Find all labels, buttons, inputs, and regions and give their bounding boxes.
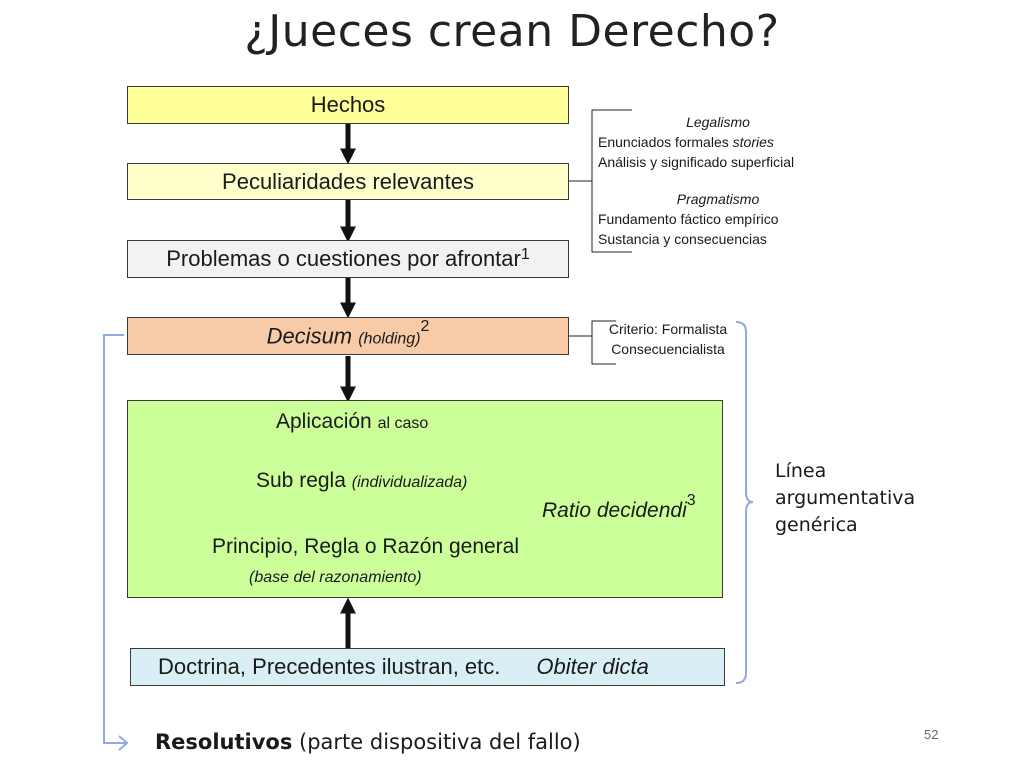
problemas-label: Problemas o cuestiones por afrontar	[166, 246, 521, 271]
decisum-holding: (holding)	[358, 330, 421, 348]
bracket-criterio	[591, 320, 616, 365]
box-ratio-decidendi	[127, 400, 723, 598]
peculiaridades-label: Peculiaridades relevantes	[222, 168, 474, 194]
note-criterio: Criterio: Formalista Consecuencialista	[598, 319, 738, 359]
box-decisum: Decisum (holding)2	[127, 317, 569, 355]
base-text: (base del razonamiento)	[249, 569, 422, 587]
ratio-footnote: 3	[686, 492, 696, 509]
doctrina-label: Doctrina, Precedentes ilustran, etc.	[158, 654, 501, 679]
legalismo-line2: Análisis y significado superficial	[598, 154, 795, 170]
box-doctrina: Doctrina, Precedentes ilustran, etc. Obi…	[130, 648, 725, 686]
principio-text: Principio, Regla o Razón general	[212, 535, 520, 558]
decisum-label: Decisum	[266, 323, 353, 349]
legalismo-line1: Enunciados formales stories	[598, 134, 774, 150]
note-legalismo-pragmatismo: Legalismo Enunciados formales stories An…	[598, 112, 838, 249]
ratio-label: Ratio decidendi	[542, 499, 687, 522]
linea-argumentativa-label: Línea argumentativa genérica	[775, 460, 916, 536]
bracket-linea-argumentativa	[735, 321, 754, 684]
decisum-footnote: 2	[420, 318, 430, 336]
criterio-line1: Criterio: Formalista	[608, 321, 728, 337]
resolutivos-bold: Resolutivos	[155, 730, 293, 754]
page-number: 52	[924, 727, 939, 742]
aplicacion-label: Aplicación	[276, 410, 372, 433]
box-hechos: Hechos	[127, 86, 569, 124]
footer-resolutivos: Resolutivos (parte dispositiva del fallo…	[155, 730, 581, 754]
legalismo-title: Legalismo	[686, 114, 750, 130]
feedback-arrowhead	[118, 735, 129, 751]
ratio-text: Ratio decidendi3	[542, 492, 696, 523]
subregla-label: Sub regla	[256, 469, 346, 492]
pragmatismo-title: Pragmatismo	[676, 191, 760, 207]
problemas-footnote: 1	[520, 246, 530, 263]
slide-title: ¿Jueces crean Derecho?	[244, 6, 780, 57]
aplicacion-rest: al caso	[377, 415, 429, 432]
subregla-rest: (individualizada)	[351, 474, 468, 491]
criterio-line2: Consecuencialista	[611, 341, 725, 357]
pragmatismo-line2: Sustancia y consecuencias	[598, 231, 767, 247]
subregla-text: Sub regla (individualizada)	[256, 469, 467, 493]
pragmatismo-line1: Fundamento fáctico empírico	[598, 211, 779, 227]
obiter-label: Obiter dicta	[536, 654, 649, 679]
resolutivos-rest: (parte dispositiva del fallo)	[299, 730, 581, 754]
box-peculiaridades: Peculiaridades relevantes	[127, 163, 569, 200]
feedback-line-resolutivos	[103, 334, 126, 744]
base-label: (base del razonamiento)	[249, 569, 422, 586]
aplicacion-text: Aplicación al caso	[276, 410, 428, 434]
hechos-label: Hechos	[310, 92, 386, 117]
